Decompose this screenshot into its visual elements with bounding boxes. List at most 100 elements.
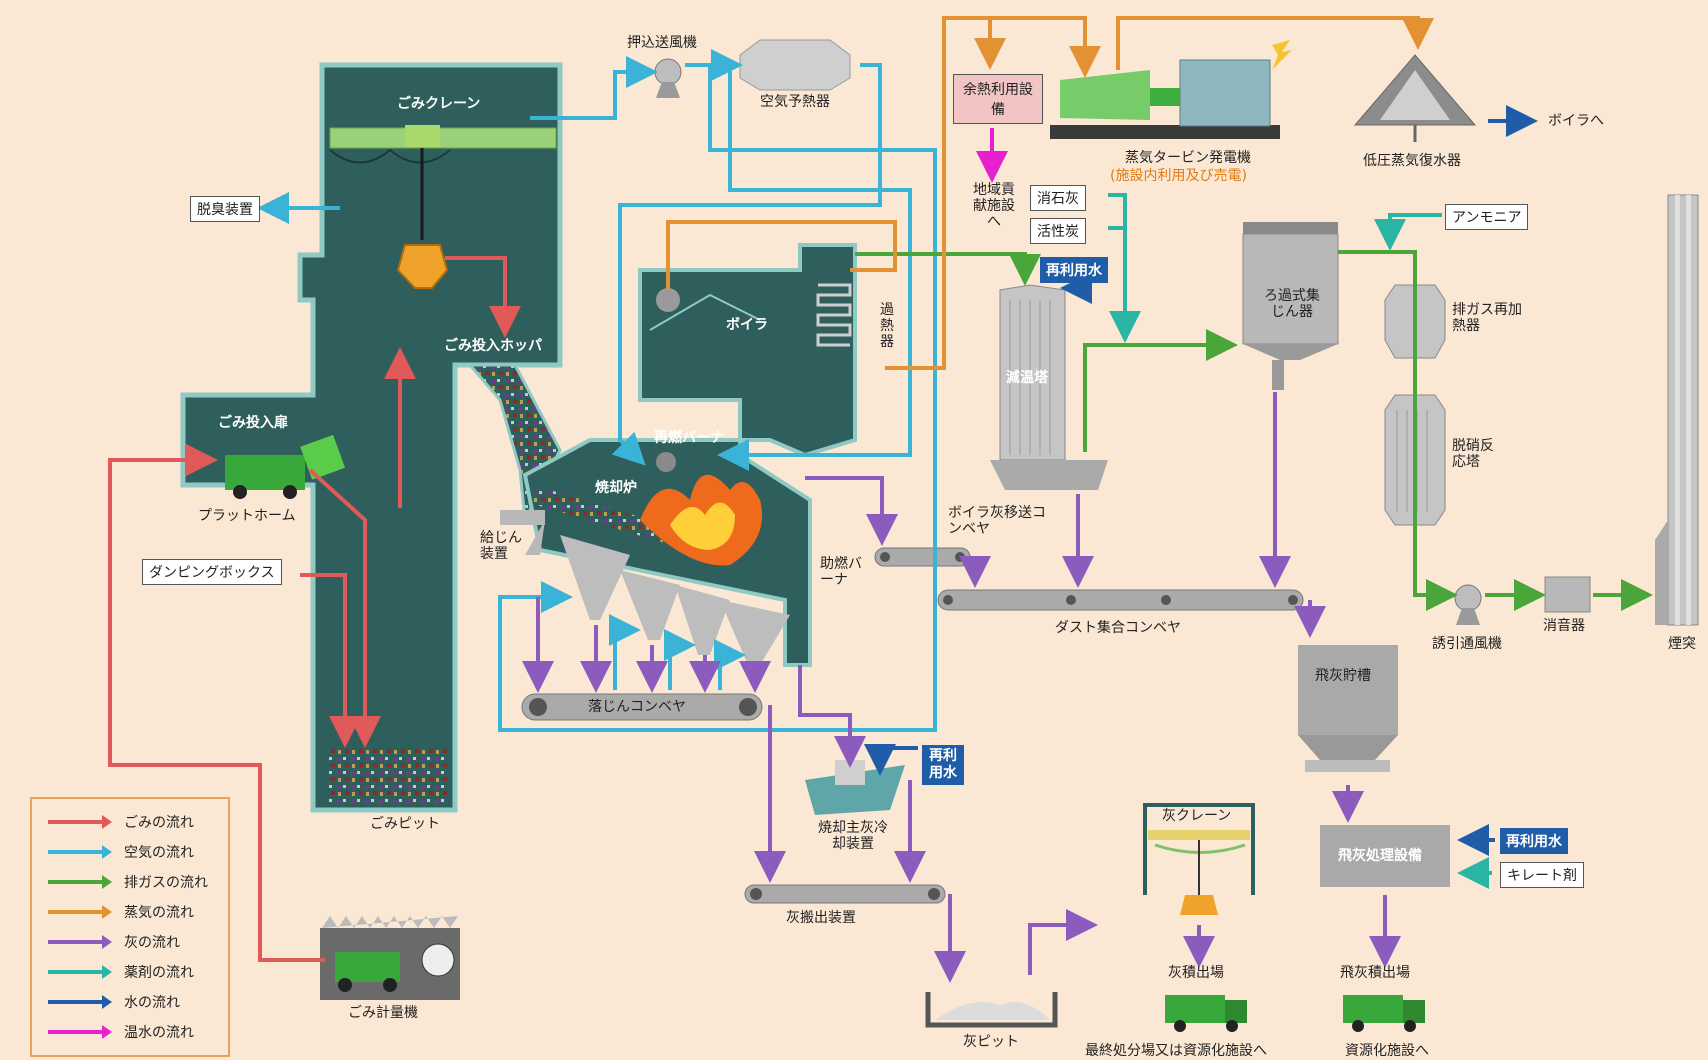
superheater-label: 過熱器 — [880, 302, 894, 351]
legend-swatch — [48, 875, 112, 889]
legend-item-waste: ごみの流れ — [48, 809, 194, 835]
legend-label: 温水の流れ — [124, 1025, 194, 1041]
air-preheater — [739, 39, 851, 91]
crane-label: ごみクレーン — [397, 96, 481, 112]
fly-ash-silo — [1298, 645, 1398, 772]
legend-label: 灰の流れ — [124, 935, 180, 951]
platform-label: プラットホーム — [198, 508, 296, 524]
grate-hoppers — [560, 535, 790, 665]
cooling-tower-label: 減温塔 — [1006, 370, 1048, 386]
furnace-body — [522, 438, 812, 667]
reheater-label: 排ガス再加熱器 — [1452, 302, 1522, 335]
legend-item-hotwater: 温水の流れ — [48, 1019, 194, 1045]
bag-filter-label: ろ過式集じん器 — [1264, 288, 1320, 321]
final-dest-label: 最終処分場又は資源化施設へ — [1085, 1043, 1267, 1059]
bag-filter — [1242, 222, 1339, 390]
legend-swatch — [48, 905, 112, 919]
ash-cooler-label: 焼却主灰冷却装置 — [818, 820, 888, 853]
gas-flow-lines — [855, 250, 1653, 611]
push-fan-label: 押込送風機 — [627, 35, 697, 51]
boiler-body — [638, 243, 857, 458]
ash-out-label: 灰搬出装置 — [786, 910, 856, 926]
stack — [1655, 194, 1699, 626]
furnace-label: 焼却炉 — [595, 480, 637, 496]
legend-item-steam: 蒸気の流れ — [48, 899, 194, 925]
legend-label: 空気の流れ — [124, 845, 194, 861]
fly-ash-ship-label: 飛灰積出場 — [1340, 965, 1410, 981]
superheater-coil — [816, 283, 852, 347]
carbon-box: 活性炭 — [1030, 218, 1086, 244]
waste-pit-building — [180, 62, 563, 813]
legend-swatch — [48, 1025, 112, 1039]
ash-flow-lines — [522, 392, 1401, 983]
legend-label: 薬剤の流れ — [124, 965, 194, 981]
air-flow-lines — [257, 49, 937, 732]
boiler-ash-conveyor — [874, 547, 971, 567]
reuse-water-box-2: 再利用水 — [922, 745, 964, 785]
scale-label: ごみ計量機 — [348, 1005, 418, 1021]
dust-conv-label: ダスト集合コンベヤ — [1055, 620, 1181, 636]
ammonia-box: アンモニア — [1445, 204, 1529, 230]
turbine-label: 蒸気タービン発電機 — [1125, 150, 1251, 166]
crane-rail — [329, 125, 557, 240]
id-fan-label: 誘引通風機 — [1432, 636, 1502, 652]
legend-swatch — [48, 995, 112, 1009]
silencer-label: 消音器 — [1543, 618, 1585, 634]
ash-pit-label: 灰ピット — [963, 1034, 1019, 1050]
boiler-label: ボイラ — [726, 317, 768, 333]
ash-truck-icon — [1165, 995, 1247, 1032]
fly-ash-treat-label: 飛灰処理設備 — [1338, 848, 1422, 864]
ash-crane — [1143, 803, 1255, 915]
legend-swatch — [48, 845, 112, 859]
boiler-ash-conv-label: ボイラ灰移送コンベヤ — [948, 505, 1046, 538]
door-label: ごみ投入扉 — [218, 415, 288, 431]
dust-collect-conveyor — [937, 589, 1304, 611]
turbine-note-label: (施設内利用及び売電) — [1110, 168, 1247, 184]
feeder — [500, 510, 545, 555]
legend-swatch — [48, 965, 112, 979]
legend-item-ash: 灰の流れ — [48, 929, 180, 955]
pit-label: ごみピット — [370, 816, 440, 832]
reburn-label: 再燃バーナ — [654, 430, 724, 446]
ash-pit — [925, 992, 1058, 1028]
ash-ship-label: 灰積出場 — [1168, 965, 1224, 981]
reuse-water-box-1: 再利用水 — [1040, 257, 1108, 283]
cooling-tower — [990, 284, 1108, 490]
hopper-label: ごみ投入ホッパ — [444, 338, 542, 354]
legend: ごみの流れ 空気の流れ 排ガスの流れ 蒸気の流れ 灰の流れ 薬剤の流れ 水の流れ… — [30, 797, 230, 1057]
drop-conveyor — [521, 693, 763, 721]
air-preheat-label: 空気予熱器 — [760, 94, 830, 110]
lime-box: 消石灰 — [1030, 185, 1086, 211]
legend-label: 蒸気の流れ — [124, 905, 194, 921]
scale-truck-icon — [320, 916, 460, 1000]
fly-ash-treatment — [1320, 825, 1450, 887]
water-flow-lines — [864, 105, 1538, 856]
condenser — [1353, 54, 1477, 142]
aux-burner-label: 助燃バーナ — [820, 556, 862, 589]
chem-flow-lines — [1108, 193, 1492, 889]
steam-flow-lines — [666, 16, 1434, 370]
turbine-generator — [1050, 40, 1292, 139]
reuse-water-box-3: 再利用水 — [1500, 828, 1568, 854]
denox-label: 脱硝反応塔 — [1452, 438, 1494, 471]
resource-label: 資源化施設へ — [1345, 1043, 1429, 1059]
id-fan — [1454, 584, 1482, 625]
legend-swatch — [48, 815, 112, 829]
ash-cooler — [805, 760, 905, 815]
deodor-label: 脱臭装置 — [190, 196, 260, 222]
legend-item-water: 水の流れ — [48, 989, 180, 1015]
silencer — [1544, 576, 1591, 613]
push-fan — [654, 58, 682, 98]
heat-use-box: 余熱利用設備 — [953, 74, 1043, 124]
stack-label: 煙突 — [1668, 636, 1696, 652]
drop-conveyor-label: 落じんコンベヤ — [588, 699, 686, 715]
fly-ash-silo-label: 飛灰貯槽 — [1315, 668, 1371, 684]
legend-swatch — [48, 935, 112, 949]
condenser-label: 低圧蒸気復水器 — [1363, 153, 1461, 169]
platform-truck-icon — [225, 434, 346, 499]
legend-item-gas: 排ガスの流れ — [48, 869, 208, 895]
to-boiler-label: ボイラへ — [1548, 113, 1604, 129]
chelate-box: キレート剤 — [1500, 862, 1584, 888]
